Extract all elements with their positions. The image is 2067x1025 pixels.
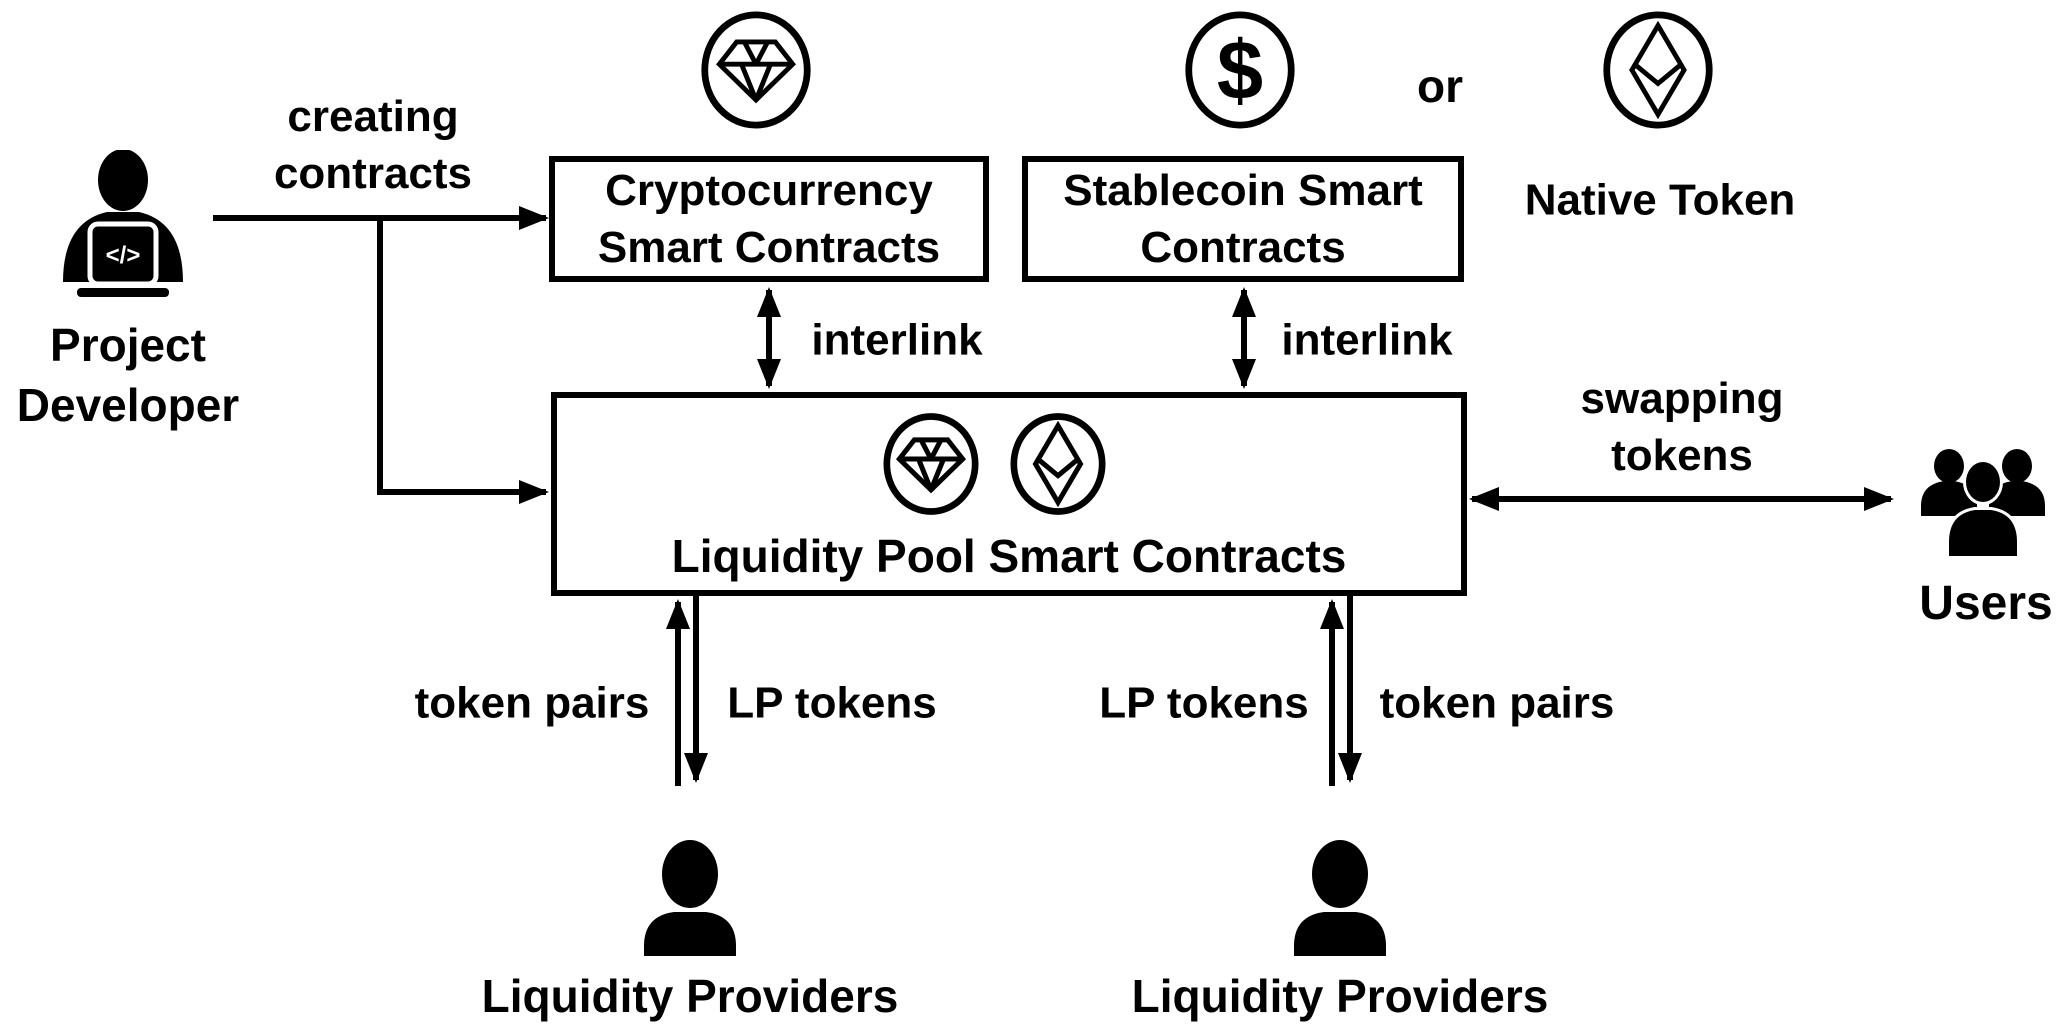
liquidity-provider-left-icon xyxy=(644,840,736,956)
developer-at-laptop-icon: </> xyxy=(63,150,183,300)
swapping-tokens-label: swapping tokens xyxy=(1580,373,1784,480)
creating-contracts-branch-arrow xyxy=(377,218,549,504)
liquidity-pool-label: Liquidity Pool Smart Contracts xyxy=(671,530,1347,583)
users-label: Users xyxy=(1919,576,2053,630)
interlink-right-label: interlink xyxy=(1281,315,1453,365)
liquidity-providers-left-label: Liquidity Providers xyxy=(481,970,899,1023)
or-label: or xyxy=(1417,60,1463,113)
gem-token-icon xyxy=(701,11,811,129)
dollar-glyph: $ xyxy=(1217,24,1263,117)
pool-eth-token-icon xyxy=(1010,413,1106,515)
users-group-icon xyxy=(1921,449,2045,556)
pool-gem-token-icon xyxy=(883,413,979,515)
native-token-eth-icon xyxy=(1603,11,1713,129)
cryptocurrency-contracts-label: Cryptocurrency Smart Contracts xyxy=(597,165,941,272)
liquidity-provider-right-icon xyxy=(1294,840,1386,956)
liquidity-pool-box: Liquidity Pool Smart Contracts xyxy=(551,392,1467,596)
lp-tokens-left-label: LP tokens xyxy=(727,678,937,728)
laptop-code-glyph: </> xyxy=(106,242,141,269)
token-pairs-right-label: token pairs xyxy=(1379,678,1615,728)
dollar-token-icon: $ xyxy=(1185,11,1295,129)
stablecoin-contracts-label: Stablecoin Smart Contracts xyxy=(1063,165,1423,272)
project-developer-label: Project Developer xyxy=(16,319,240,431)
creating-contracts-label: creating contracts xyxy=(273,91,473,198)
native-token-label: Native Token xyxy=(1524,175,1796,225)
lp-tokens-right-label: LP tokens xyxy=(1099,678,1309,728)
stablecoin-contracts-box: Stablecoin Smart Contracts xyxy=(1022,156,1464,282)
cryptocurrency-contracts-box: Cryptocurrency Smart Contracts xyxy=(549,156,989,282)
interlink-left-label: interlink xyxy=(811,315,983,365)
liquidity-providers-right-label: Liquidity Providers xyxy=(1131,970,1549,1023)
token-pairs-left-label: token pairs xyxy=(414,678,650,728)
